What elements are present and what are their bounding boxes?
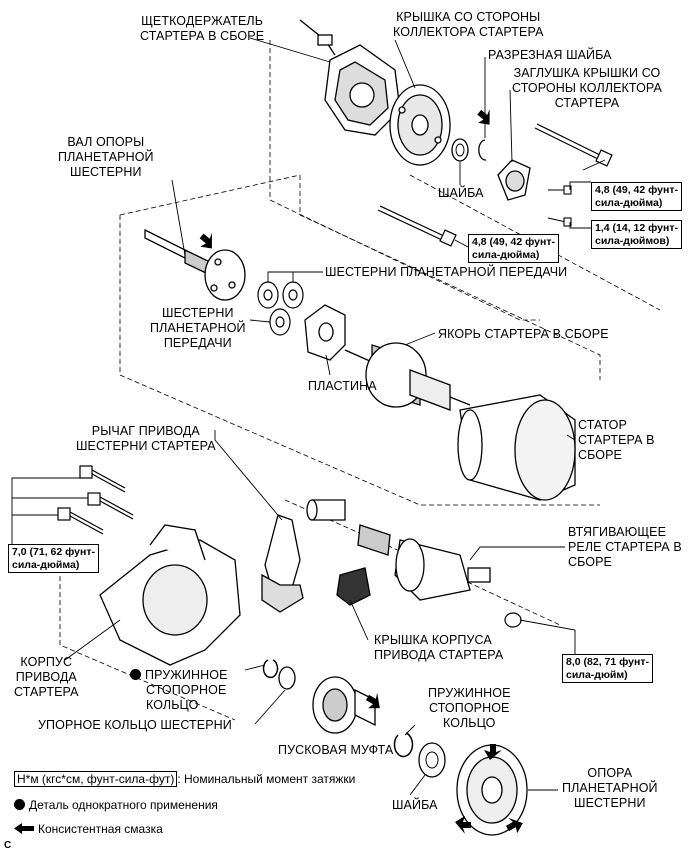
- drive-housing-cover-part: [336, 567, 371, 606]
- armature-part: [344, 342, 471, 411]
- label-lock-plate: РАЗРЕЗНАЯ ШАЙБА: [488, 48, 612, 62]
- legend-grease: Консистентная смазка: [14, 822, 163, 837]
- clutch-part: [312, 676, 376, 734]
- through-bolt-left: [377, 205, 457, 247]
- label-drive-housing-cover: КРЫШКА КОРПУСА ПРИВОДА СТАРТЕРА: [374, 633, 504, 662]
- drive-housing-part: [99, 524, 241, 666]
- commutator-end-frame-part: [389, 84, 451, 166]
- torque-box-5: 8,0 (82, 71 фунт- сила-дюйм): [562, 654, 653, 683]
- grease-arrow-icon: [14, 823, 34, 834]
- label-stop-collar: УПОРНОЕ КОЛЬЦО ШЕСТЕРНИ: [38, 718, 232, 732]
- terminal-nut-part: [504, 612, 522, 628]
- through-bolt-right: [534, 123, 613, 167]
- label-washer-bottom: ШАЙБА: [392, 798, 438, 812]
- label-planet-carrier: ОПОРА ПЛАНЕТАРНОЙ ШЕСТЕРНИ: [562, 766, 658, 810]
- housing-bolts: [57, 465, 134, 535]
- label-snap-ring-left: ПРУЖИННОЕ СТОПОРНОЕ КОЛЬЦО: [130, 668, 228, 713]
- label-planet-gears-top: ШЕСТЕРНИ ПЛАНЕТАРНОЙ ПЕРЕДАЧИ: [325, 265, 568, 279]
- label-yoke: СТАТОР СТАРТЕРА В СБОРЕ: [578, 418, 655, 462]
- label-solenoid: ВТЯГИВАЮЩЕЕ РЕЛЕ СТАРТЕРА В СБОРЕ: [568, 525, 682, 569]
- label-washer-top: ШАЙБА: [438, 186, 484, 200]
- label-plate: ПЛАСТИНА: [308, 379, 377, 393]
- label-drive-housing: КОРПУС ПРИВОДА СТАРТЕРА: [14, 655, 79, 699]
- snap-ring-left-part: [262, 659, 279, 679]
- lock-plate-part: [478, 139, 487, 161]
- nonreusable-dot-icon: [14, 799, 25, 810]
- plate-part: [304, 304, 346, 361]
- label-drive-lever: РЫЧАГ ПРИВОДА ШЕСТЕРНИ СТАРТЕРА: [76, 424, 216, 453]
- label-end-cover-plug: ЗАГЛУШКА КРЫШКИ СО СТОРОНЫ КОЛЛЕКТОРА СТ…: [512, 66, 662, 110]
- label-clutch: ПУСКОВАЯ МУФТА: [278, 743, 394, 757]
- label-planet-shaft: ВАЛ ОПОРЫ ПЛАНЕТАРНОЙ ШЕСТЕРНИ: [58, 135, 154, 179]
- legend-torque-box: Н*м (кгс*см, фунт-сила-фут): [14, 771, 178, 787]
- snap-ring-right-part: [393, 732, 414, 758]
- solenoid-part: [306, 499, 491, 601]
- leader-lines: [11, 37, 606, 796]
- yoke-part: [457, 394, 576, 501]
- torque-box-4: 7,0 (71, 62 фунт- сила-дюйма): [8, 544, 99, 573]
- brush-holder-part: [299, 19, 401, 136]
- legend-nonreusable: Деталь однократного применения: [14, 798, 218, 813]
- drive-lever-part: [261, 514, 304, 613]
- torque-box-3: 4,8 (49, 42 фунт- сила-дюйма): [468, 234, 559, 263]
- label-commutator-cover: КРЫШКА СО СТОРОНЫ КОЛЛЕКТОРА СТАРТЕРА: [393, 10, 544, 39]
- planetary-shaft-part: [144, 228, 246, 301]
- legend-torque: Н*м (кгс*см, фунт-сила-фут): Номинальный…: [14, 771, 356, 787]
- label-snap-ring-right: ПРУЖИННОЕ СТОПОРНОЕ КОЛЬЦО: [428, 686, 511, 730]
- torque-box-2: 1,4 (14, 12 фунт- сила-дюймов): [591, 220, 682, 249]
- label-armature: ЯКОРЬ СТАРТЕРА В СБОРЕ: [438, 327, 609, 341]
- end-cover-plug-part: [497, 159, 531, 201]
- label-brush-holder: ЩЕТКОДЕРЖАТЕЛЬ СТАРТЕРА В СБОРЕ: [140, 14, 265, 43]
- torque-box-1: 4,8 (49, 42 фунт- сила-дюйма): [591, 182, 682, 211]
- small-screws: [547, 185, 572, 227]
- nonreusable-dot-icon: [130, 669, 141, 680]
- figure-code: C: [4, 840, 12, 851]
- stop-collar-part: [278, 666, 296, 690]
- label-planet-gears-left: ШЕСТЕРНИ ПЛАНЕТАРНОЙ ПЕРЕДАЧИ: [150, 306, 246, 350]
- grease-arrows: [199, 109, 523, 834]
- legend-torque-text: : Номинальный момент затяжки: [177, 772, 356, 786]
- planetary-gears-part: [257, 281, 304, 336]
